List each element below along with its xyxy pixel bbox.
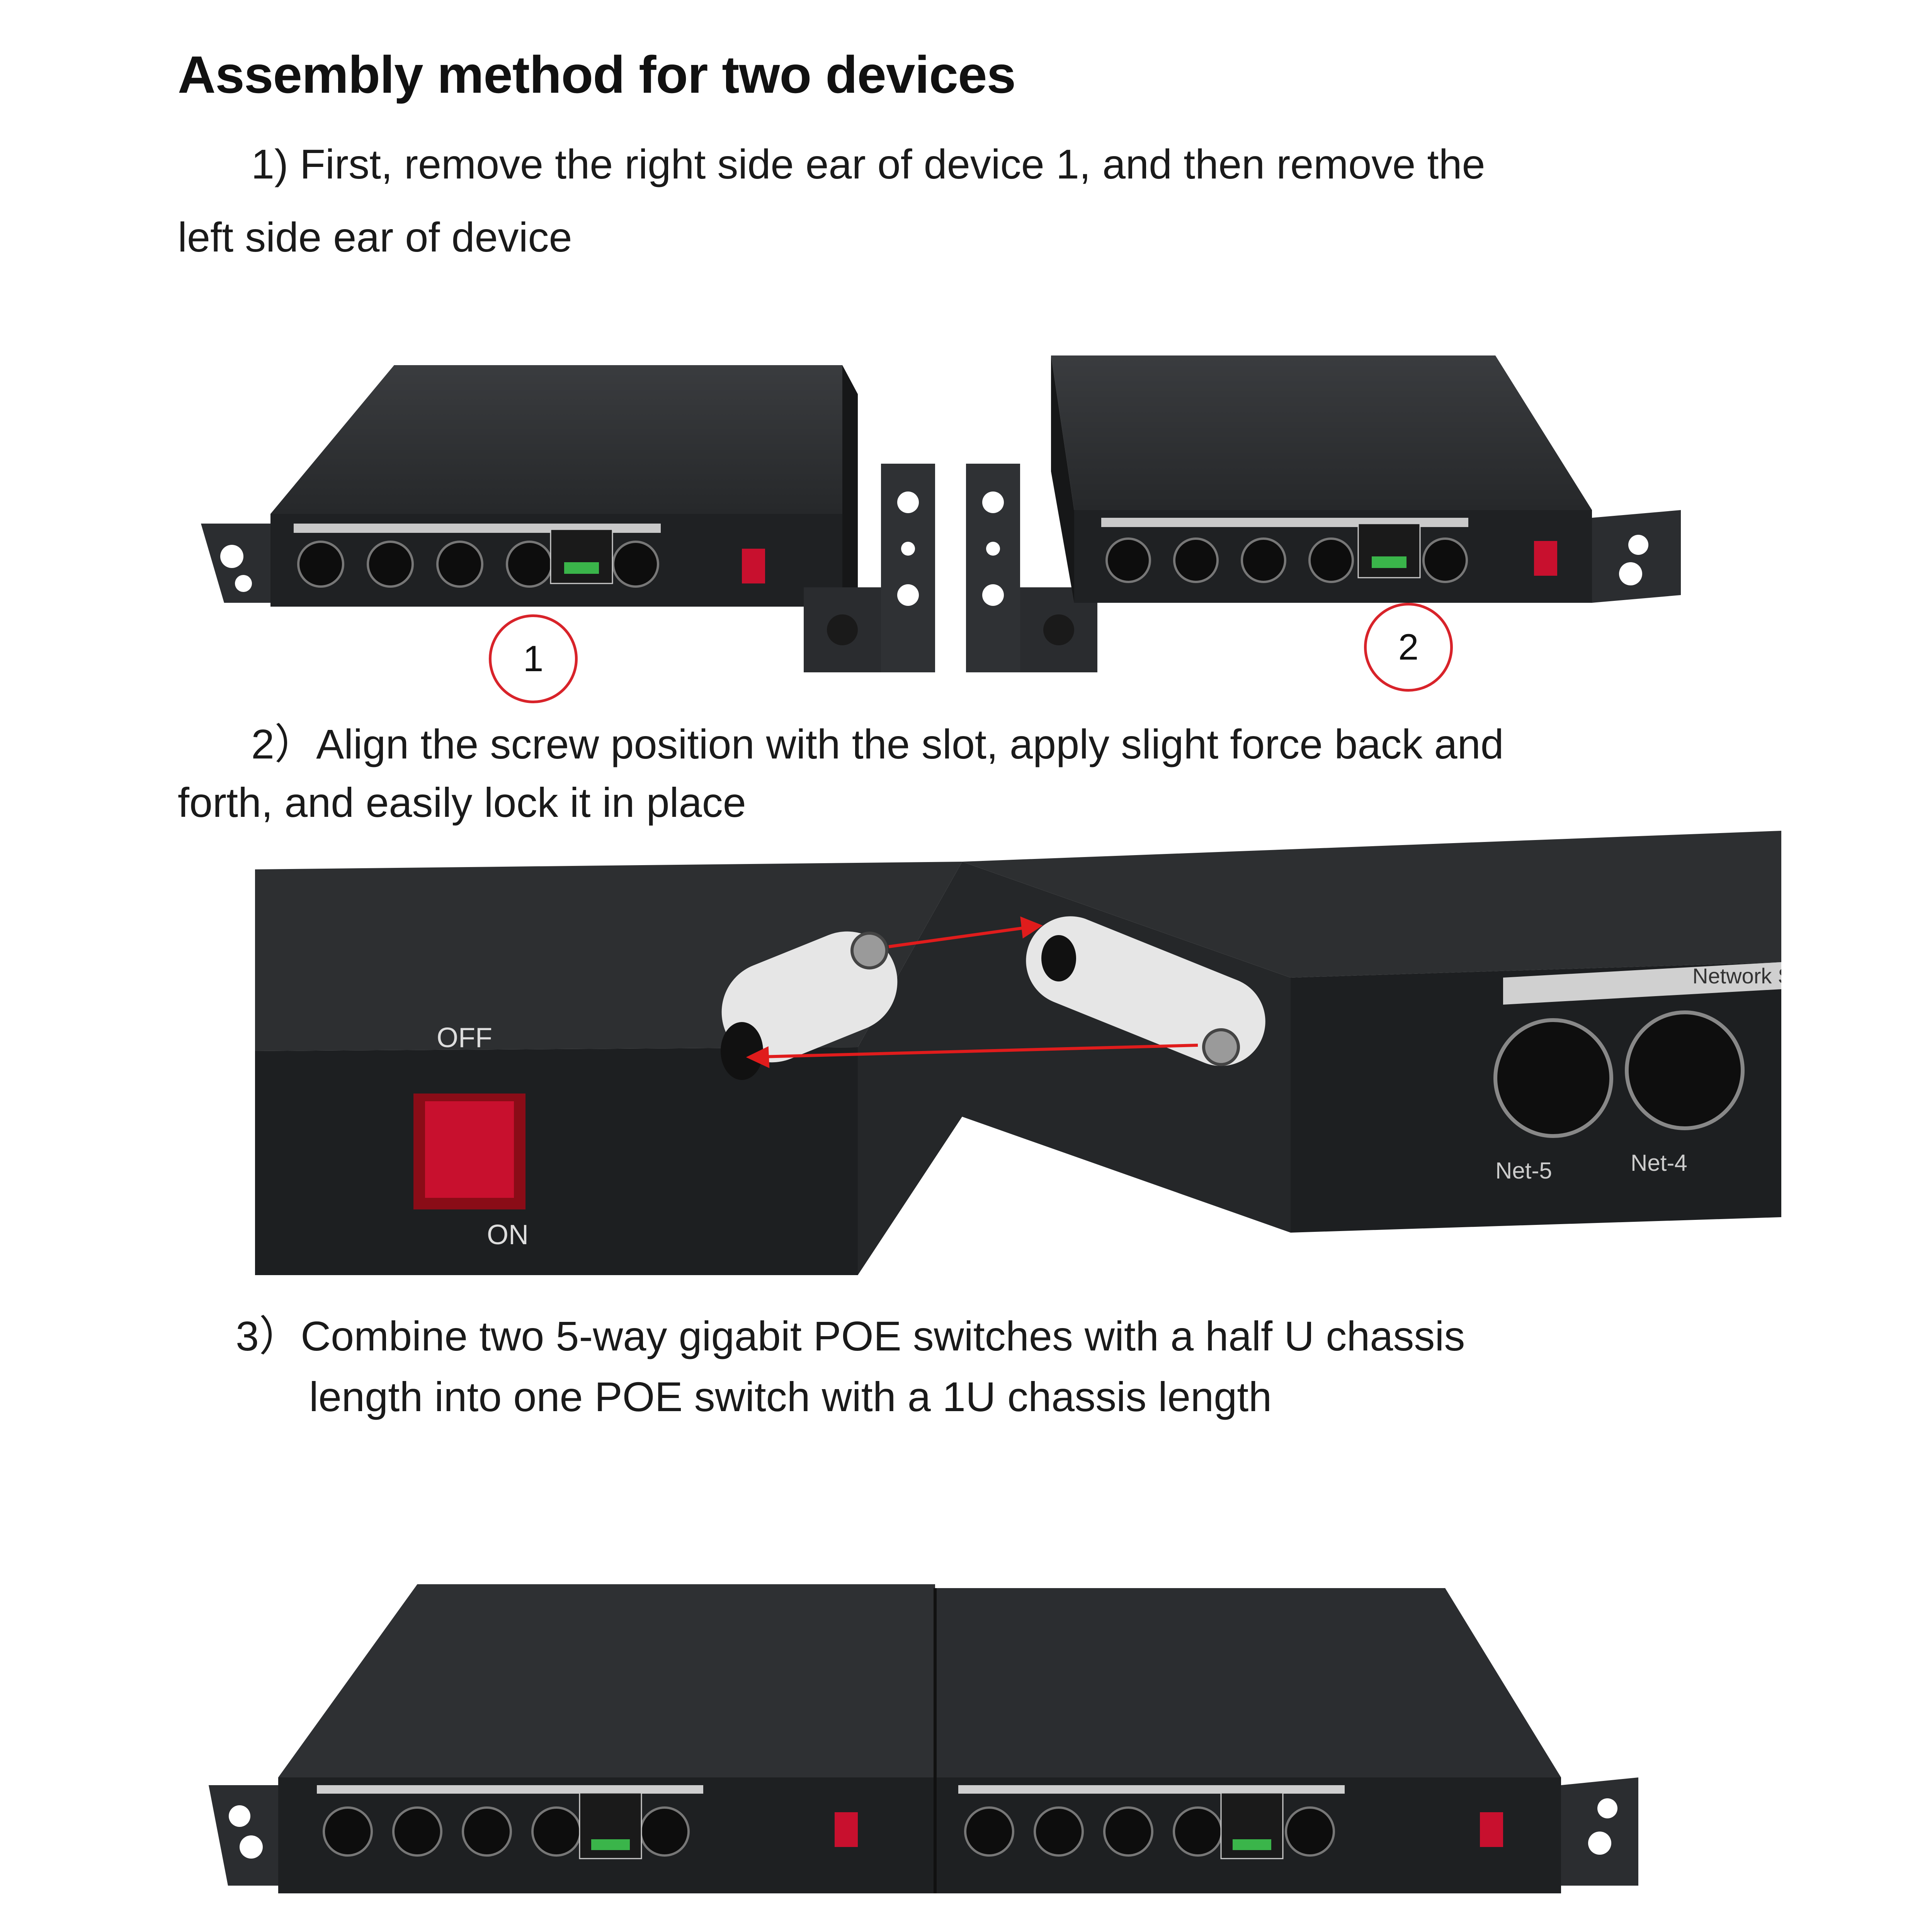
callout-device-2: 2 bbox=[1364, 603, 1453, 692]
step-3-line-1: Combine two 5-way gigabit POE switches w… bbox=[301, 1313, 1465, 1359]
device-1 bbox=[201, 365, 858, 607]
step-2-text: 2）Align the screw position with the slot… bbox=[178, 715, 1704, 832]
port-label-net5: Net-5 bbox=[1495, 1158, 1552, 1184]
off-label: OFF bbox=[437, 1022, 492, 1053]
removed-ear-2 bbox=[966, 464, 1097, 672]
step-1-number: 1) bbox=[251, 141, 289, 187]
step-3-line-2: length into one POE switch with a 1U cha… bbox=[309, 1373, 1272, 1420]
step-1-photo bbox=[201, 355, 1681, 672]
step-2-line-1: Align the screw position with the slot, … bbox=[316, 721, 1504, 767]
removed-ear-1 bbox=[804, 464, 935, 672]
network-switch-label: Network Switch bbox=[1692, 964, 1781, 988]
step-2-number: 2） bbox=[251, 721, 316, 767]
step-2-photo: OFF ON Network Switch Net-5 Net-4 bbox=[255, 831, 1781, 1275]
step-1-text: 1) First, remove the right side ear of d… bbox=[178, 128, 1704, 274]
step-2-line-2: forth, and easily lock it in place bbox=[178, 779, 746, 826]
step-1-line-2: left side ear of device bbox=[178, 214, 572, 260]
on-label: ON bbox=[487, 1219, 529, 1250]
port-label-net4: Net-4 bbox=[1631, 1150, 1687, 1176]
step-1-line-1: First, remove the right side ear of devi… bbox=[300, 141, 1485, 187]
step-3-text: 3）Combine two 5-way gigabit POE switches… bbox=[236, 1306, 1704, 1427]
page-title: Assembly method for two devices bbox=[178, 45, 1016, 104]
callout-device-1: 1 bbox=[489, 614, 578, 703]
step-3-photo bbox=[209, 1584, 1638, 1893]
step-3-number: 3） bbox=[236, 1313, 301, 1359]
device-2 bbox=[1051, 355, 1681, 603]
